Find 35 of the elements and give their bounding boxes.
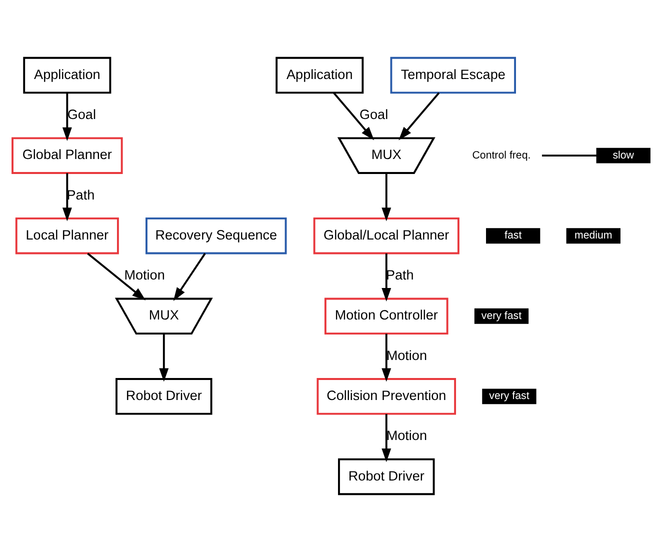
- arrow: [159, 334, 169, 382]
- arrow: [382, 253, 392, 302]
- arrow: [87, 252, 146, 300]
- node-box: Collision Prevention: [316, 378, 456, 415]
- edge-label: Motion: [124, 268, 165, 283]
- node-box: Robot Driver: [116, 378, 212, 415]
- node-box: very fast: [482, 388, 536, 404]
- node-box: Recovery Sequence: [146, 217, 287, 254]
- edge-label: Goal: [360, 107, 388, 122]
- node-box: Application: [23, 56, 112, 94]
- arrow: [398, 92, 440, 140]
- node-box: Temporal Escape: [390, 56, 516, 94]
- arrow: [382, 334, 392, 382]
- node-box: Motion Controller: [324, 298, 448, 335]
- node-box: Robot Driver: [338, 458, 435, 496]
- arrow: [173, 252, 206, 302]
- arrow: [333, 92, 374, 140]
- connector: [542, 154, 597, 157]
- node-box: slow: [596, 148, 650, 164]
- arrow: [382, 173, 392, 222]
- edge-label: Motion: [386, 348, 428, 363]
- edge-label: Motion: [386, 428, 428, 444]
- node-text: Control freq.: [472, 149, 531, 162]
- node-box: Global Planner: [12, 137, 123, 174]
- edge-label: Goal: [67, 107, 96, 122]
- edge-label: Path: [66, 187, 95, 202]
- node-box: Global/Local Planner: [313, 217, 460, 254]
- node-box: fast: [486, 228, 540, 244]
- arrow: [62, 173, 72, 222]
- node-box: medium: [566, 228, 620, 244]
- node-box: very fast: [474, 308, 529, 324]
- node-box: Application: [276, 56, 364, 94]
- arrow: [382, 414, 392, 462]
- node-box: Local Planner: [15, 217, 119, 254]
- arrow: [62, 92, 72, 141]
